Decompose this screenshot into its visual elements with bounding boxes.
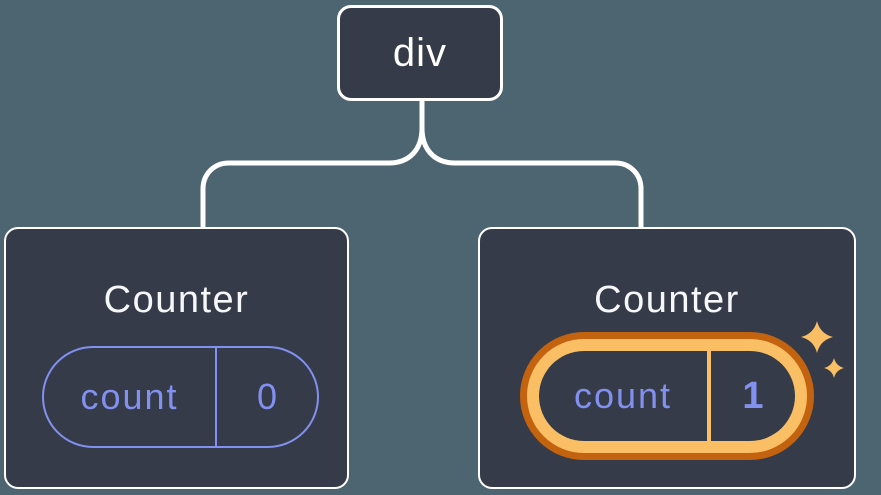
counter-title: Counter xyxy=(103,279,250,321)
node-div: div xyxy=(337,5,503,101)
pill-divider xyxy=(215,348,217,446)
connector-branch-left xyxy=(200,97,425,229)
state-pill-inner: count 1 xyxy=(539,351,795,441)
node-div-label: div xyxy=(392,30,448,75)
counter-node-right: Counter count 1 xyxy=(478,227,856,489)
counter-title: Counter xyxy=(594,279,740,321)
sparkles-icon xyxy=(801,321,844,378)
state-value: 0 xyxy=(256,376,278,417)
sparkle-large xyxy=(801,321,833,353)
state-pill: count 0 xyxy=(42,346,319,448)
counter-node-left: Counter count 0 xyxy=(4,227,349,489)
state-name: count xyxy=(573,375,673,416)
state-pill-highlighted: count 1 xyxy=(520,332,814,460)
state-value: 1 xyxy=(742,374,764,417)
state-name: count xyxy=(80,376,179,417)
pill-divider xyxy=(707,351,711,441)
sparkle-small xyxy=(824,358,844,378)
connector-branch-right xyxy=(419,97,644,229)
